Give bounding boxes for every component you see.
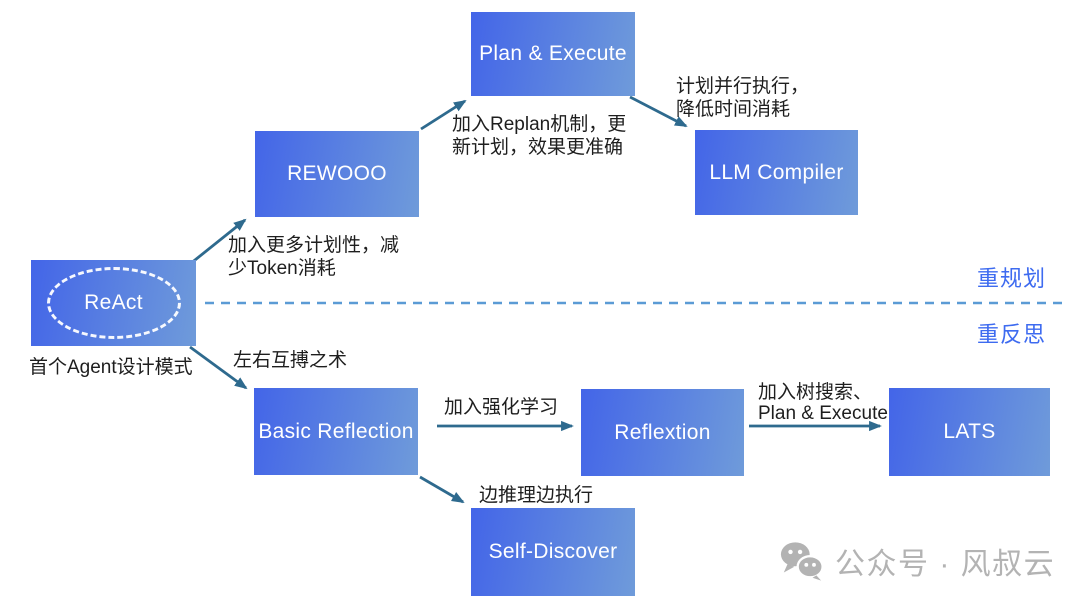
edge-label-plan-execute-to-llm-compiler: 计划并行执行，降低时间消耗 — [676, 76, 810, 120]
region-label-reflection: 重反思 — [977, 322, 1047, 347]
watermark: 公众号 · 风叔云 — [779, 539, 1055, 583]
node-react: ReAct — [31, 260, 196, 346]
node-lats-label: LATS — [943, 420, 996, 443]
node-basic-reflection-label: Basic Reflection — [258, 419, 414, 443]
node-react-label: ReAct — [84, 291, 143, 314]
node-reflextion: Reflextion — [581, 389, 744, 476]
node-reflextion-label: Reflextion — [614, 420, 711, 444]
watermark-text: 公众号 · 风叔云 — [835, 548, 1056, 581]
react-caption: 首个Agent设计模式 — [29, 357, 193, 378]
region-label-replanning: 重规划 — [977, 266, 1047, 291]
edge-label-react-to-basic-reflection: 左右互搏之术 — [233, 350, 348, 371]
node-llm-compiler-label: LLM Compiler — [709, 160, 844, 184]
node-plan-execute: Plan & Execute — [471, 12, 635, 96]
node-lats: LATS — [889, 388, 1050, 476]
edge-label-basic-reflection-to-reflextion: 加入强化学习 — [444, 397, 559, 418]
edge-label-react-to-rewooo: 加入更多计划性，减少Token消耗 — [228, 235, 400, 279]
edge-label-rewooo-to-plan-execute: 加入Replan机制，更新计划，效果更准确 — [452, 114, 627, 158]
node-self-discover-label: Self-Discover — [488, 540, 618, 563]
node-plan-execute-label: Plan & Execute — [479, 42, 627, 65]
node-rewooo-label: REWOOO — [287, 162, 387, 185]
edge-label-reflextion-to-lats: 加入树搜索、Plan & Execute — [758, 382, 888, 424]
edge-label-basic-reflection-to-self-discover: 边推理边执行 — [479, 485, 594, 506]
wechat-icon — [780, 542, 824, 581]
arrow-basic-reflection-to-self-discover — [419, 475, 465, 504]
node-rewooo: REWOOO — [255, 131, 419, 217]
node-self-discover: Self-Discover — [471, 508, 635, 596]
node-basic-reflection: Basic Reflection — [254, 388, 418, 475]
react-highlight-ellipse: ReAct — [46, 267, 181, 339]
node-llm-compiler: LLM Compiler — [695, 130, 858, 215]
